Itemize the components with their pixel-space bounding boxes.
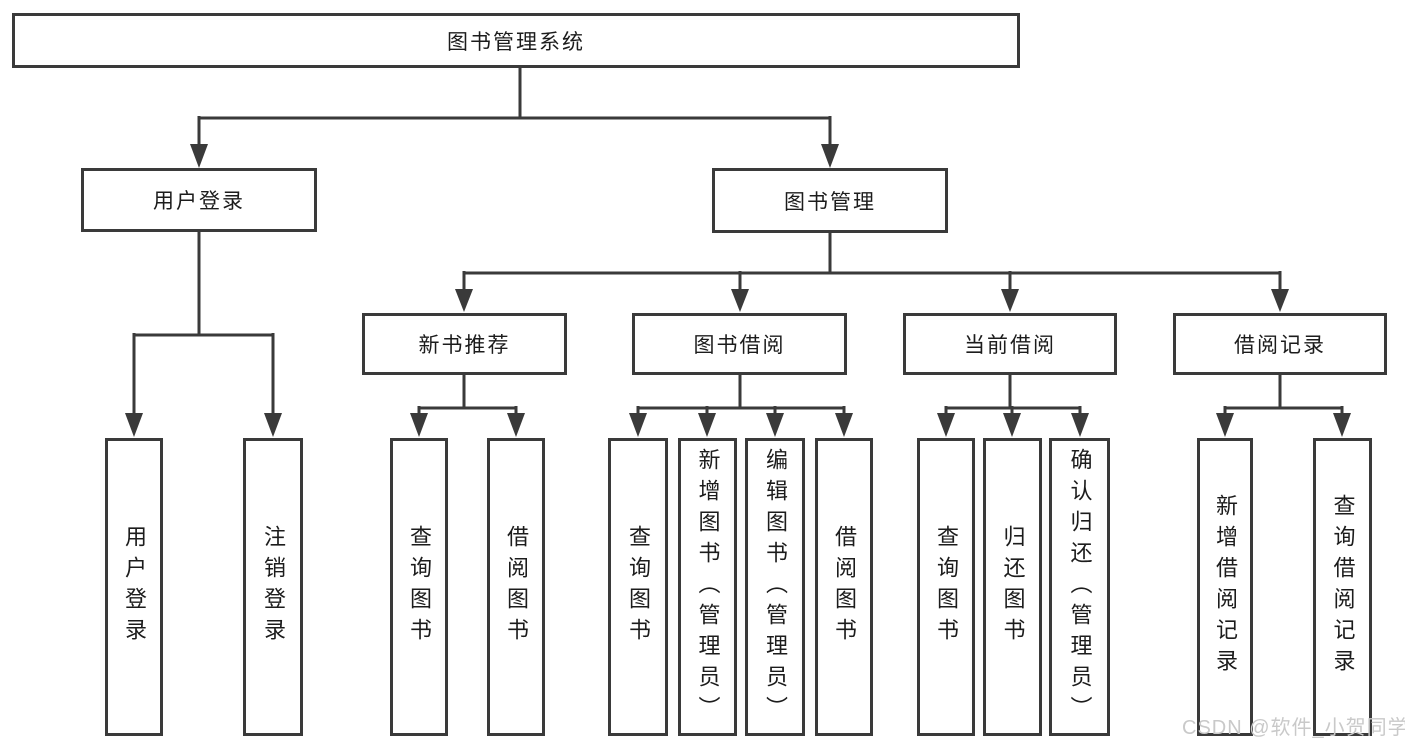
node-label: 新增图书（管理员） [695,447,721,727]
node-label: 图书管理系统 [447,30,585,54]
node-label: 归还图书 [1000,525,1026,649]
node-label: 查询图书 [934,525,959,649]
leaf-logout: 注销登录 [243,438,303,736]
node-book-borrowing: 图书借阅 [632,313,847,375]
node-new-book-recommendation: 新书推荐 [362,313,567,375]
node-label: 当前借阅 [964,334,1056,357]
node-current-borrowing: 当前借阅 [903,313,1117,375]
node-label: 用户登录 [153,190,245,213]
leaf-add-book-admin: 新增图书（管理员） [678,438,737,736]
leaf-query-books-recommend: 查询图书 [390,438,448,736]
leaf-query-books-borrowing: 查询图书 [608,438,668,736]
leaf-query-books-current: 查询图书 [917,438,975,736]
node-label: 图书借阅 [693,334,786,357]
node-label: 新增借阅记录 [1213,494,1238,680]
node-label: 确认归还（管理员） [1067,447,1093,727]
node-label: 注销登录 [261,525,286,649]
node-label: 图书管理 [784,190,876,214]
leaf-edit-book-admin: 编辑图书（管理员） [745,438,805,736]
node-borrowing-records: 借阅记录 [1173,313,1387,375]
leaf-confirm-return-admin: 确认归还（管理员） [1049,438,1110,736]
node-label: 新书推荐 [418,334,511,357]
node-book-management: 图书管理 [712,168,948,233]
leaf-return-books: 归还图书 [983,438,1042,736]
watermark-text: CSDN @软件_小贺同学 [1182,717,1405,739]
leaf-query-borrow-record: 查询借阅记录 [1313,438,1372,736]
leaf-borrow-books: 借阅图书 [815,438,873,736]
node-library-management-system: 图书管理系统 [12,13,1020,68]
node-label: 借阅图书 [832,525,857,649]
arrowheads [125,144,1351,437]
leaf-user-login: 用户登录 [105,438,163,736]
node-label: 查询借阅记录 [1330,494,1356,680]
node-label: 借阅记录 [1234,334,1326,357]
leaf-add-borrow-record: 新增借阅记录 [1197,438,1253,736]
node-label: 用户登录 [122,525,147,649]
node-label: 查询图书 [626,525,651,649]
leaf-borrow-books-recommend: 借阅图书 [487,438,545,736]
node-label: 编辑图书（管理员） [763,447,788,727]
node-label: 查询图书 [407,525,432,649]
node-label: 借阅图书 [504,525,529,649]
node-user-login: 用户登录 [81,168,317,232]
